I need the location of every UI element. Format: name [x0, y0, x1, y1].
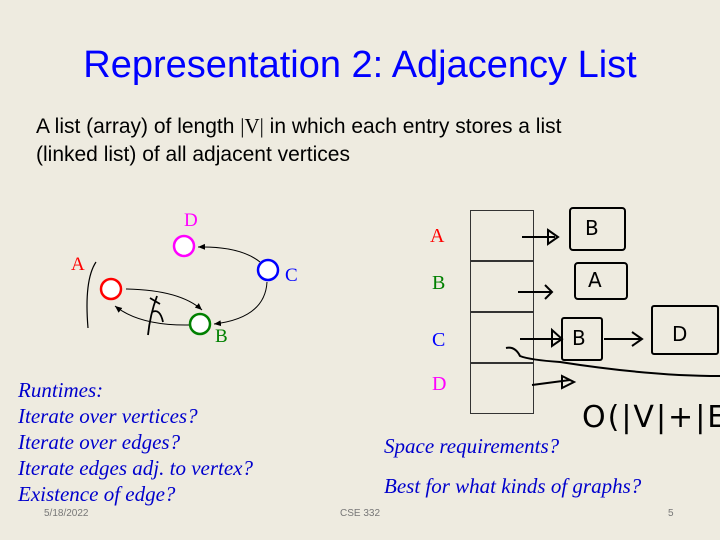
vertex-d — [172, 234, 196, 258]
body-line-2: (linked list) of all adjacent vertices — [36, 143, 350, 166]
array-label-b: B — [432, 272, 446, 294]
text: in which each entry stores a list — [263, 115, 562, 138]
slide-title: Representation 2: Adjacency List — [83, 44, 637, 86]
vertex-label-b: B — [215, 326, 228, 347]
footer-course: CSE 332 — [340, 508, 381, 519]
array-cell-d — [470, 363, 534, 414]
runtime-item: Existence of edge? — [18, 482, 176, 506]
array-cell-c — [470, 312, 534, 363]
vertex-label-a: A — [71, 254, 85, 275]
vertex-label-d: D — [184, 210, 198, 231]
ink-linked-lists — [505, 207, 720, 390]
ink-stroke — [86, 261, 97, 329]
runtimes-heading: Runtimes: — [18, 378, 104, 402]
array-label-a: A — [430, 225, 445, 247]
ink-node-b2: B — [572, 326, 586, 350]
text: A list (array) of length — [36, 115, 241, 138]
edge-c-d — [197, 243, 261, 263]
runtime-item: Iterate edges adj. to vertex? — [18, 456, 253, 480]
footer-page-number: 5 — [668, 508, 674, 519]
vertex-label-c: C — [285, 265, 298, 286]
ink-cross-out — [147, 295, 164, 336]
ink-space-complexity: O(|V|+|E|) — [582, 400, 720, 435]
runtime-item: Iterate over edges? — [18, 430, 181, 454]
graph-diagram — [86, 234, 280, 336]
question-space: Space requirements? — [384, 434, 560, 458]
array-label-c: C — [432, 329, 446, 351]
question-best-for: Best for what kinds of graphs? — [384, 474, 642, 498]
runtime-item: Iterate over vertices? — [18, 404, 198, 428]
array-label-d: D — [432, 373, 447, 395]
footer-date: 5/18/2022 — [44, 508, 89, 519]
edge-b-a — [114, 305, 191, 326]
array-cell-a — [470, 210, 534, 261]
vertex-c — [256, 258, 280, 282]
edge-a-b — [125, 288, 203, 311]
ink-node-b: B — [585, 216, 599, 240]
ink-node-a: A — [588, 268, 602, 292]
edge-c-b — [213, 281, 268, 327]
array-cell-b — [470, 261, 534, 312]
body-line-1: A list (array) of length |V| in which ea… — [36, 114, 561, 139]
vertex-a — [99, 277, 123, 301]
v-notation: |V| — [240, 114, 264, 138]
vertex-b — [188, 312, 212, 336]
ink-node-d: D — [672, 322, 688, 346]
